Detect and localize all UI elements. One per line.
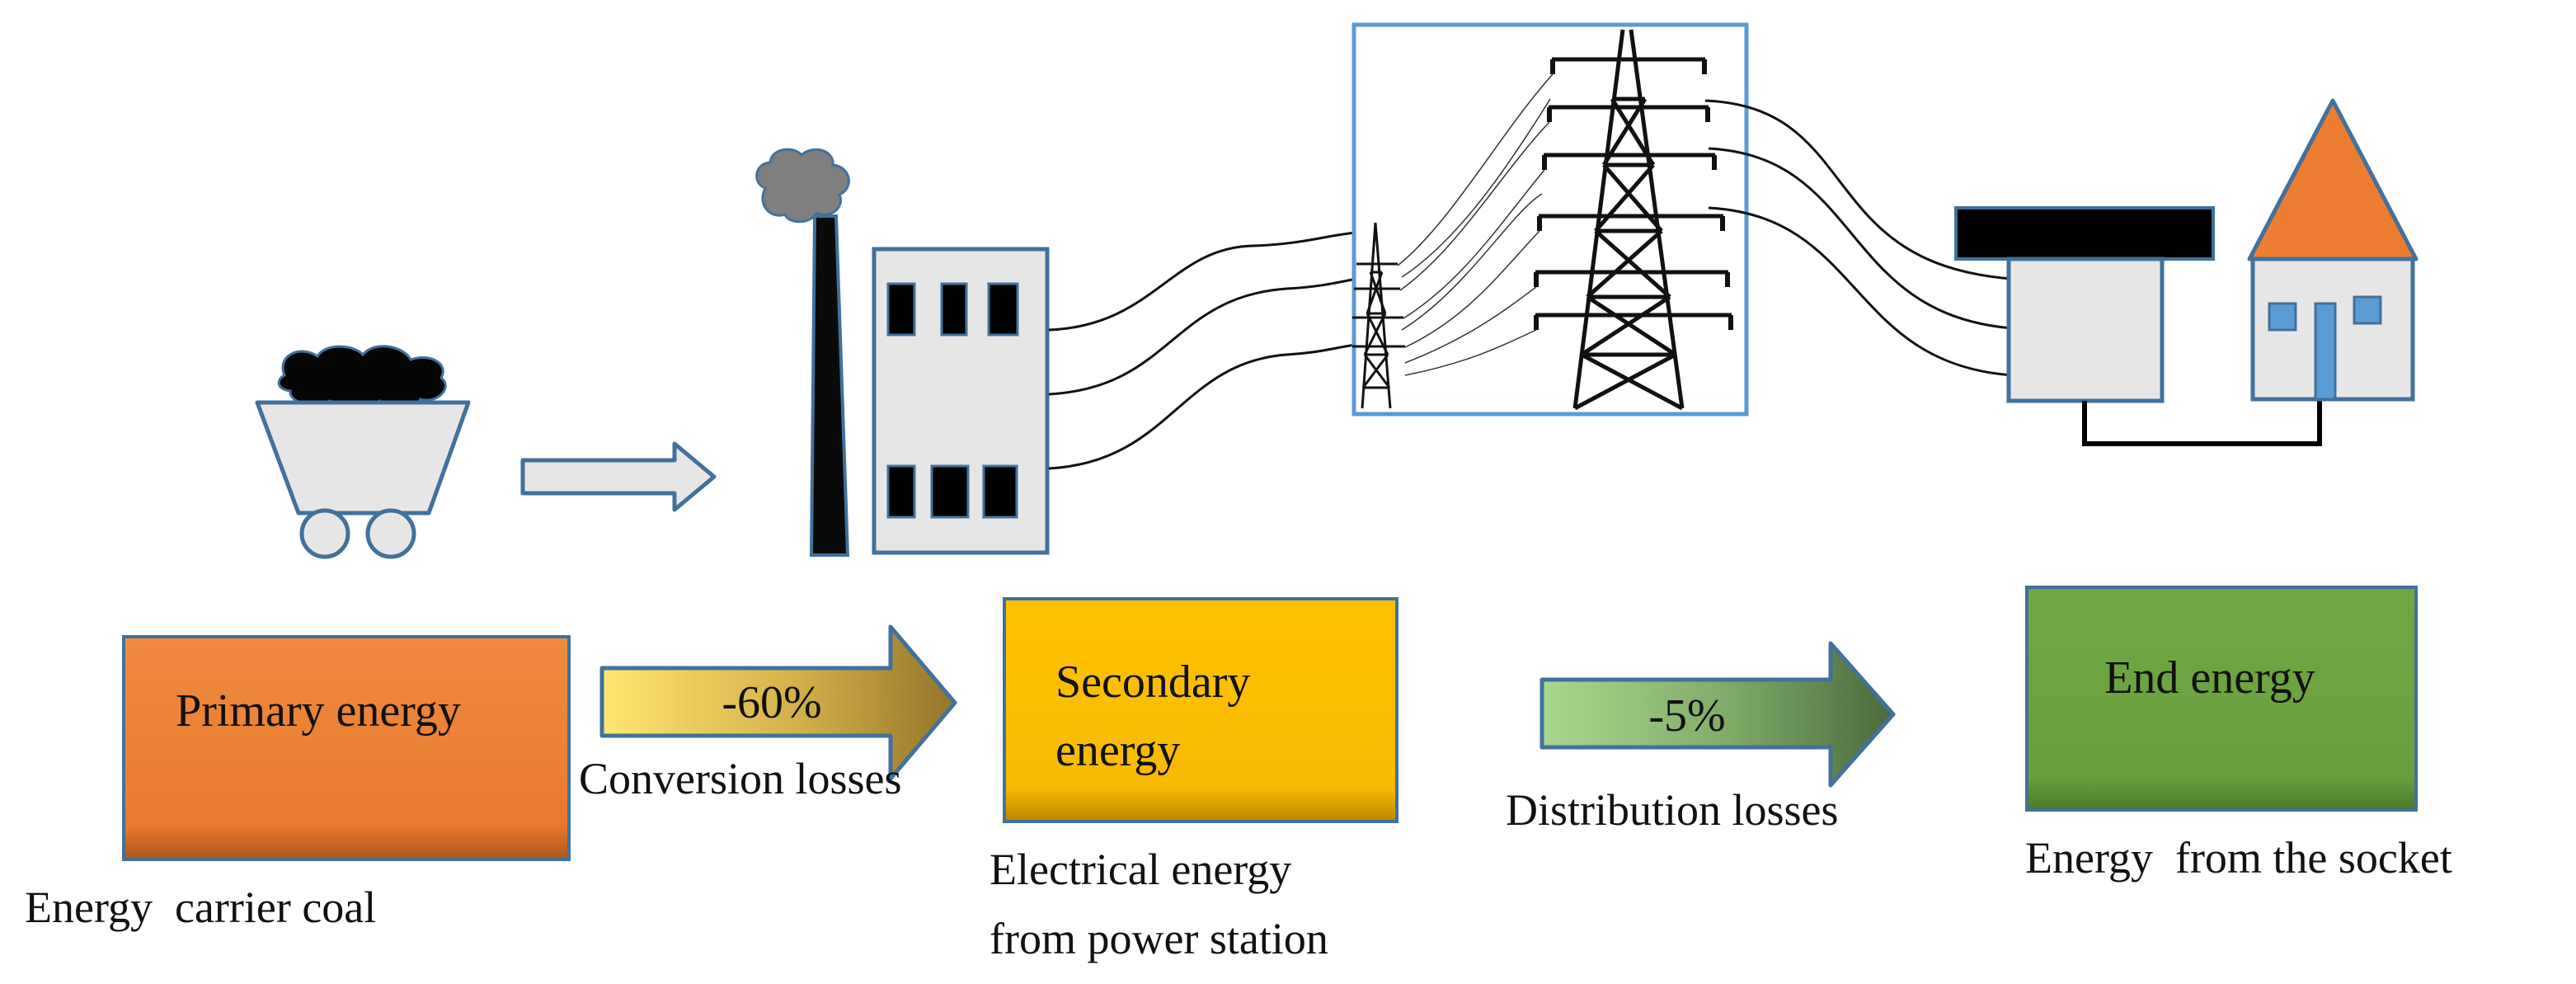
- power-station-icon: [755, 148, 1050, 557]
- distribution-losses-value: -5%: [1648, 690, 1725, 742]
- end-energy-caption: Energy from the socket: [2025, 833, 2452, 883]
- distribution-losses-arrow: -5%: [1539, 641, 1896, 788]
- arrow-right-icon: [520, 441, 717, 512]
- transmission-towers-photo: [1351, 22, 1749, 417]
- primary-energy-label: Primary energy: [176, 685, 461, 737]
- power-lines-left: [1048, 231, 1357, 470]
- secondary-energy-caption-line2: from power station: [990, 914, 1328, 963]
- power-lines-right: [1704, 99, 2013, 377]
- end-energy-box: End energy: [2025, 586, 2418, 812]
- end-energy-label: End energy: [2104, 652, 2315, 704]
- conversion-losses-arrow: -60%: [599, 624, 957, 781]
- substation-icon: [1954, 206, 2322, 446]
- primary-energy-box: Primary energy: [122, 635, 571, 861]
- secondary-energy-label-line1: Secondary: [1055, 657, 1250, 708]
- secondary-energy-label-line2: energy: [1055, 725, 1180, 776]
- distribution-losses-caption: Distribution losses: [1506, 785, 1839, 835]
- secondary-energy-caption-line1: Electrical energy: [990, 845, 1291, 894]
- house-icon: [2247, 98, 2419, 402]
- secondary-energy-box: Secondary energy: [1003, 597, 1398, 823]
- coal-cart-icon: [255, 345, 471, 559]
- conversion-losses-caption: Conversion losses: [579, 754, 902, 803]
- conversion-losses-value: -60%: [722, 677, 821, 728]
- primary-energy-caption: Energy carrier coal: [25, 883, 376, 932]
